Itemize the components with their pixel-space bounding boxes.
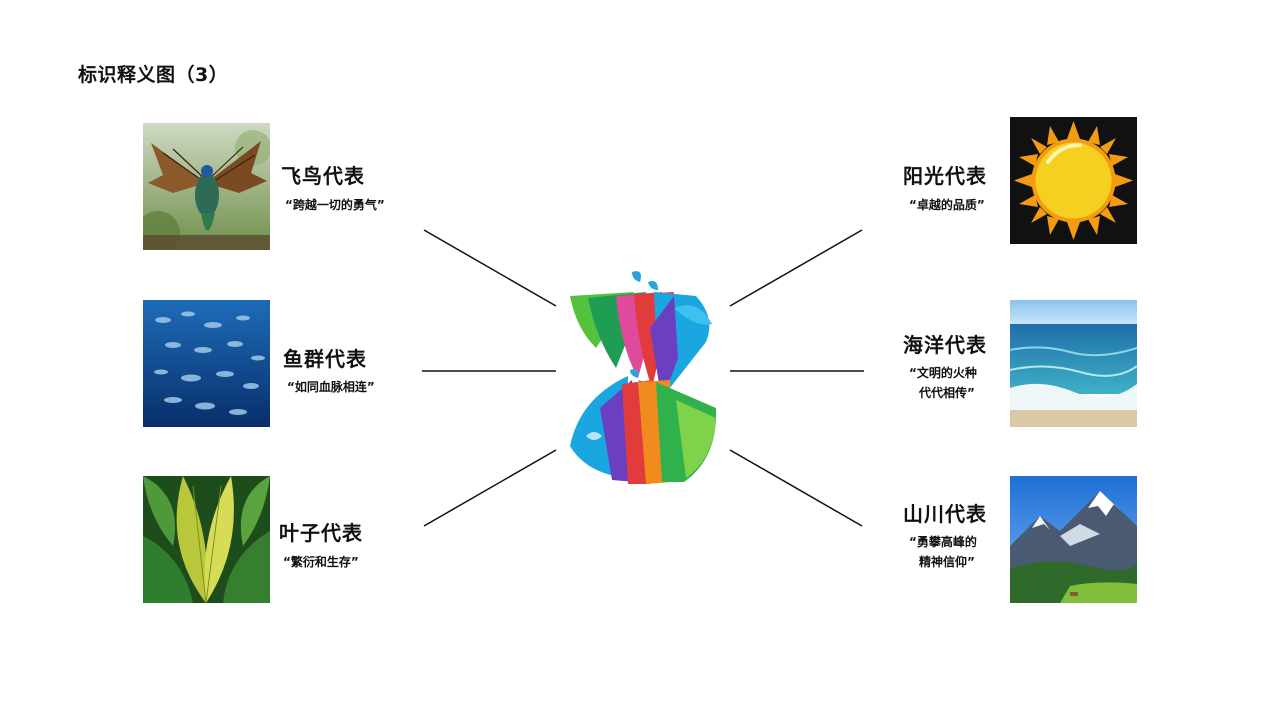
- fish-label: 鱼群代表: [283, 347, 367, 371]
- leaf-quote: “繁衍和生存”: [283, 555, 359, 569]
- sun-quote: “卓越的品质”: [909, 198, 985, 212]
- mountain-quote: “勇攀高峰的 精神信仰”: [909, 532, 977, 572]
- bird-quote: “跨越一切的勇气”: [285, 198, 385, 212]
- ocean-photo: [1010, 300, 1137, 427]
- ocean-quote-line2: 代代相传”: [919, 386, 975, 400]
- leaves-photo: [143, 476, 270, 603]
- mountain-quote-line1: “勇攀高峰的: [909, 535, 977, 549]
- sun-icon: [1010, 117, 1137, 244]
- mountain-label: 山川代表: [903, 502, 987, 526]
- mountain-photo: [1010, 476, 1137, 603]
- ocean-quote: “文明的火种 代代相传”: [909, 363, 977, 403]
- peacock-photo: [143, 123, 270, 250]
- bird-label: 飞鸟代表: [281, 164, 365, 188]
- ocean-quote-line1: “文明的火种: [909, 366, 977, 380]
- page-title: 标识释义图（3）: [78, 64, 229, 86]
- connector-mountain: [729, 449, 863, 527]
- leaf-label: 叶子代表: [279, 521, 363, 545]
- connector-bird: [423, 229, 557, 307]
- fish-quote: “如同血脉相连”: [287, 380, 375, 394]
- connector-leaf: [423, 449, 557, 527]
- ocean-label: 海洋代表: [903, 333, 987, 357]
- mountain-quote-line2: 精神信仰”: [919, 555, 975, 569]
- fish-school-photo: [143, 300, 270, 427]
- z-bird-fish-logo-icon: [566, 268, 720, 488]
- connector-sun: [729, 229, 863, 307]
- sun-label: 阳光代表: [903, 164, 987, 188]
